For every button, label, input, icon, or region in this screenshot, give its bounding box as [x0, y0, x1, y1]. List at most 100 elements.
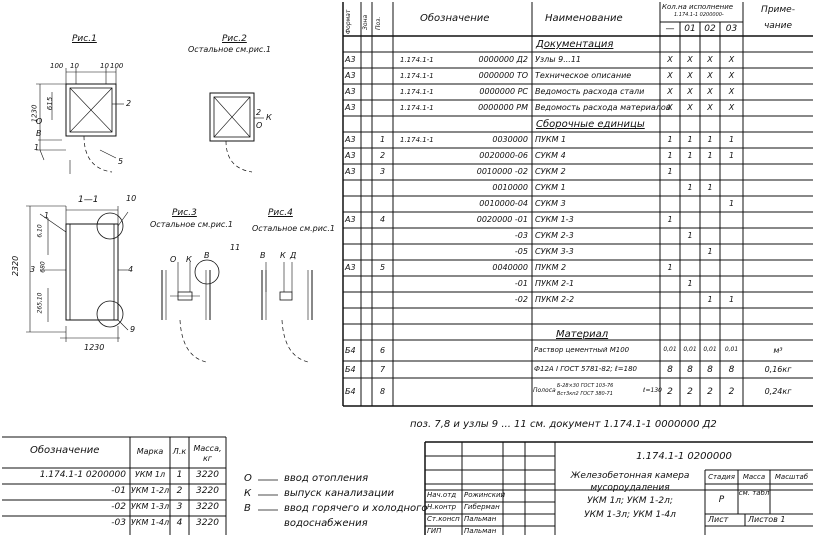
fig2-title: Рис.2	[222, 34, 247, 44]
row-designation: 0000000 РС	[479, 87, 528, 96]
material-name: Ф12А I ГОСТ 5781-82; ℓ=180	[534, 365, 637, 373]
row-designation: 0020000-06	[479, 151, 528, 160]
hdr-pos: Поз.	[375, 16, 382, 30]
row-qty: 1	[667, 167, 673, 176]
row-designation: 0000000 Д2	[478, 55, 528, 64]
row-qty: Х	[667, 55, 673, 64]
label-10: 10	[126, 194, 137, 203]
tb-person-role: Н.контр	[427, 503, 457, 511]
row-designation: 0010000 -02	[476, 167, 528, 176]
marks-row-mark: УКМ 1-4л	[130, 518, 170, 527]
row-format: А3	[345, 55, 356, 64]
fig2-drawing	[209, 92, 264, 173]
material-qty: 8	[728, 365, 735, 375]
fig1-drawing	[36, 68, 124, 174]
row-name: ПУКМ 2	[535, 263, 567, 272]
tb-person-role: Нач.отд	[427, 491, 457, 499]
row-qty: 1	[707, 295, 713, 304]
hdr-note-2: чание	[763, 21, 793, 31]
row-name: Узлы 9...11	[535, 55, 581, 64]
section-title: 1—1	[78, 195, 99, 205]
row-qty: 1	[707, 247, 713, 256]
label-f4-B: В	[260, 251, 266, 260]
row-pos: 2	[379, 151, 386, 160]
marks-row-designation: -03	[111, 518, 126, 528]
row-code: 1.174.1-1	[400, 88, 434, 96]
label-f1-O: О	[36, 117, 43, 126]
label-f1-B: В	[36, 129, 42, 138]
label-11: 11	[230, 243, 241, 252]
tb-title-3: УКМ 1л; УКМ 1-2л;	[587, 496, 673, 506]
fig4-title: Рис.4	[268, 208, 293, 218]
label-f2-K: К	[266, 113, 272, 122]
label-5: 5	[118, 157, 124, 166]
row-name: Техническое описание	[535, 71, 632, 80]
dim-10b: 10	[100, 62, 109, 70]
marks-row-k: 4	[176, 518, 183, 528]
legend-text: ввод горячего и холодного	[284, 503, 428, 514]
row-qty: Х	[707, 103, 713, 112]
fig3-note: Остальное см.рис.1	[150, 220, 233, 229]
marks-row-mass: 3220	[196, 518, 219, 528]
dim-610: 6,10	[36, 224, 44, 238]
section-1-1-drawing	[26, 205, 129, 342]
spec-table-grid	[342, 2, 813, 407]
material-pos: 7	[379, 365, 386, 374]
marks-row-mark: УКМ 1-3л	[130, 502, 170, 511]
fig1-title: Рис.1	[72, 34, 97, 44]
marks-row-mark: УКМ 1л	[134, 470, 166, 479]
row-qty: Х	[667, 71, 673, 80]
marks-row-mass: 3220	[196, 486, 219, 496]
hdr-designation: Обозначение	[420, 13, 490, 24]
legend-text: водоснабжения	[284, 518, 368, 529]
dim-265: 265,10	[36, 292, 44, 314]
hdr-name: Наименование	[545, 13, 623, 24]
row-name: ПУКМ 2-1	[535, 279, 575, 288]
marks-row-k: 3	[176, 502, 183, 512]
tb-stage: Р	[718, 495, 725, 505]
row-qty: 1	[687, 231, 693, 240]
section-docs: Документация	[536, 39, 614, 50]
row-qty: Х	[728, 71, 735, 80]
row-designation: 0010000	[492, 183, 528, 192]
material-qty: 8	[707, 365, 713, 375]
fig4-note: Остальное см.рис.1	[252, 224, 335, 233]
row-name: Ведомость расхода материалов	[535, 103, 671, 112]
row-pos: 3	[379, 167, 386, 176]
material-name-l1: Б-28×30 ГОСТ 103-76	[557, 383, 614, 389]
row-qty: 1	[728, 151, 735, 160]
legend-lines	[258, 479, 278, 511]
row-qty: Х	[707, 71, 713, 80]
material-name-post: ℓ=130	[643, 387, 662, 394]
dim-10a: 10	[70, 62, 79, 70]
row-format: А3	[345, 151, 356, 160]
row-name: СУКМ 1-3	[535, 215, 574, 224]
material-qty: 2	[667, 387, 673, 397]
marks-row-mass: 3220	[196, 502, 219, 512]
material-qty: 8	[687, 365, 693, 375]
row-qty: 1	[687, 151, 693, 160]
legend-symbol: В	[244, 503, 251, 514]
material-pos: 6	[379, 346, 386, 355]
legend-text: выпуск канализации	[284, 488, 394, 499]
label-f1-1: 1	[34, 143, 40, 152]
row-designation: 0000000 ТО	[478, 71, 528, 80]
row-qty: Х	[667, 87, 673, 96]
row-qty: 1	[667, 215, 673, 224]
row-format: А3	[345, 135, 356, 144]
marks-hdr-k: Л.к	[172, 447, 187, 456]
row-designation: 0000000 РМ	[478, 103, 528, 112]
row-qty: 1	[728, 135, 735, 144]
row-qty: Х	[728, 55, 735, 64]
marks-table-grid	[2, 436, 227, 535]
row-designation: -05	[514, 247, 528, 256]
marks-row-mass: 3220	[196, 470, 219, 480]
label-1: 1	[44, 211, 50, 220]
row-designation: -03	[514, 231, 528, 240]
row-qty: 1	[687, 135, 693, 144]
row-qty: 1	[687, 279, 693, 288]
label-4: 4	[128, 265, 134, 274]
row-format: А3	[345, 167, 356, 176]
row-designation: 0020000 -01	[476, 215, 528, 224]
marks-row-k: 2	[176, 486, 183, 496]
